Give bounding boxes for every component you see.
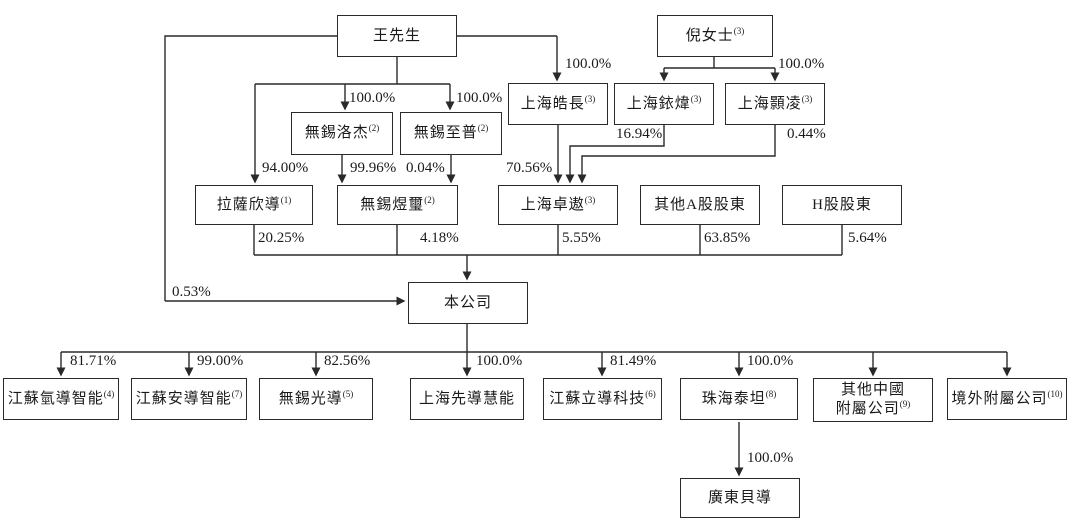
node-label-line1: 其他中國 (840, 381, 905, 398)
footnote-ref: (3) (584, 93, 596, 104)
node-label: 廣東貝導 (707, 489, 772, 506)
node-label: 江蘇安導智能(7) (135, 388, 243, 407)
node-label: H股股東 (812, 196, 872, 213)
ownership-label-h-company: 5.64% (848, 230, 887, 246)
node-jiangsu-andao: 江蘇安導智能(7) (131, 378, 247, 420)
ownership-label-wang-luojie: 100.0% (349, 90, 396, 106)
ownership-label-other-a-company: 63.85% (704, 230, 751, 246)
footnote-ref: (1) (280, 194, 292, 205)
footnote-ref: (3) (584, 194, 596, 205)
ownership-label-zhuoao-company: 5.55% (562, 230, 601, 246)
node-label: 王先生 (372, 27, 421, 44)
node-jiangsu-lidao: 江蘇立導科技(6) (543, 378, 662, 420)
ownership-label-taitan-beidao: 100.0% (747, 450, 794, 466)
node-wuxi-zhipu: 無錫至普(2) (400, 112, 502, 155)
footnote-ref: (5) (342, 388, 354, 399)
node-label: 倪女士(3) (685, 25, 745, 44)
node-wuxi-yuxi: 無錫煜璽(2) (337, 185, 458, 225)
footnote-ref: (9) (899, 399, 911, 409)
ownership-label-company-xiandao: 100.0% (476, 353, 523, 369)
node-label: 無錫洛杰(2) (304, 123, 380, 142)
ownership-label-company-lidao: 81.49% (610, 353, 657, 369)
node-label: 本公司 (443, 294, 492, 311)
ownership-label-company-guangdao: 82.56% (324, 353, 371, 369)
footnote-ref: (7) (231, 388, 243, 399)
ownership-label-company-qingdao: 81.71% (70, 353, 117, 369)
node-label: 上海皓長(3) (520, 93, 596, 112)
node-label: 江蘇氫導智能(4) (7, 388, 115, 407)
node-shanghai-haochang: 上海皓長(3) (508, 83, 608, 125)
footnote-ref: (10) (1047, 388, 1063, 399)
node-other-prc-subsidiaries: 其他中國 附屬公司(9) (813, 378, 933, 422)
node-label: 無錫煜璽(2) (360, 194, 435, 213)
ownership-label-haochang-zhuoao: 70.56% (506, 160, 553, 176)
ownership-label-wang-haochang: 100.0% (565, 56, 612, 72)
node-shanghai-yiwei: 上海銥煒(3) (614, 83, 714, 125)
footnote-ref: (2) (477, 123, 489, 134)
footnote-ref: (3) (690, 93, 702, 104)
ownership-label-wang-lasa: 94.00% (262, 160, 309, 176)
node-label: 珠海泰坦(8) (701, 388, 777, 407)
node-shanghai-xiandao-huineng: 上海先導慧能 (410, 378, 524, 420)
ownership-label-company-andao: 99.00% (197, 353, 244, 369)
ownership-label-lasa-company: 20.25% (258, 230, 305, 246)
ownership-label-wang-company: 0.53% (172, 284, 211, 300)
node-lhasa-xindao: 拉薩欣導(1) (195, 185, 313, 225)
node-zhuhai-taitan: 珠海泰坦(8) (680, 378, 798, 420)
footnote-ref: (4) (103, 388, 115, 399)
node-other-a-shareholders: 其他A股股東 (640, 185, 760, 225)
ownership-label-haoling-zhuoao: 0.44% (787, 126, 826, 142)
node-the-company: 本公司 (408, 282, 528, 324)
node-h-shareholders: H股股東 (782, 185, 902, 225)
ownership-label-luojie-yuxi: 99.96% (350, 160, 397, 176)
ownership-label-ni-platforms: 100.0% (778, 56, 825, 72)
footnote-ref: (2) (424, 194, 435, 205)
node-label: 上海銥煒(3) (626, 93, 702, 112)
node-label: 拉薩欣導(1) (216, 194, 292, 213)
node-wuxi-luojie: 無錫洛杰(2) (291, 112, 393, 155)
node-ms-ni: 倪女士(3) (657, 15, 773, 57)
ownership-label-company-taitan: 100.0% (747, 353, 794, 369)
node-shanghai-zhuoao: 上海卓遨(3) (498, 185, 618, 225)
ownership-label-yuxi-company: 4.18% (420, 230, 459, 246)
footnote-ref: (2) (368, 123, 380, 134)
node-label: 上海卓遨(3) (520, 194, 596, 213)
ownership-label-zhipu-yuxi: 0.04% (406, 160, 445, 176)
footnote-ref: (8) (765, 388, 777, 399)
footnote-ref: (3) (801, 93, 813, 104)
node-label: 無錫至普(2) (413, 123, 489, 142)
node-shanghai-haoling: 上海顥凌(3) (725, 83, 825, 125)
node-jiangsu-qingdao: 江蘇氫導智能(4) (3, 378, 119, 420)
node-label-line2: 附屬公司(9) (835, 399, 911, 418)
footnote-ref: (6) (645, 388, 656, 399)
ownership-label-wang-zhipu: 100.0% (456, 90, 503, 106)
node-overseas-subsidiaries: 境外附屬公司(10) (947, 378, 1067, 420)
node-wuxi-guangdao: 無錫光導(5) (259, 378, 373, 420)
node-label: 江蘇立導科技(6) (549, 388, 656, 407)
node-guangdong-beidao: 廣東貝導 (680, 478, 800, 518)
footnote-ref: (3) (733, 25, 745, 36)
node-label: 上海顥凌(3) (737, 93, 813, 112)
node-label: 其他A股股東 (654, 196, 746, 213)
ownership-label-yiwei-zhuoao: 16.94% (616, 126, 663, 142)
node-label: 上海先導慧能 (418, 390, 515, 407)
node-label: 境外附屬公司(10) (951, 388, 1063, 407)
node-mr-wang: 王先生 (337, 15, 457, 57)
node-label: 無錫光導(5) (278, 388, 354, 407)
